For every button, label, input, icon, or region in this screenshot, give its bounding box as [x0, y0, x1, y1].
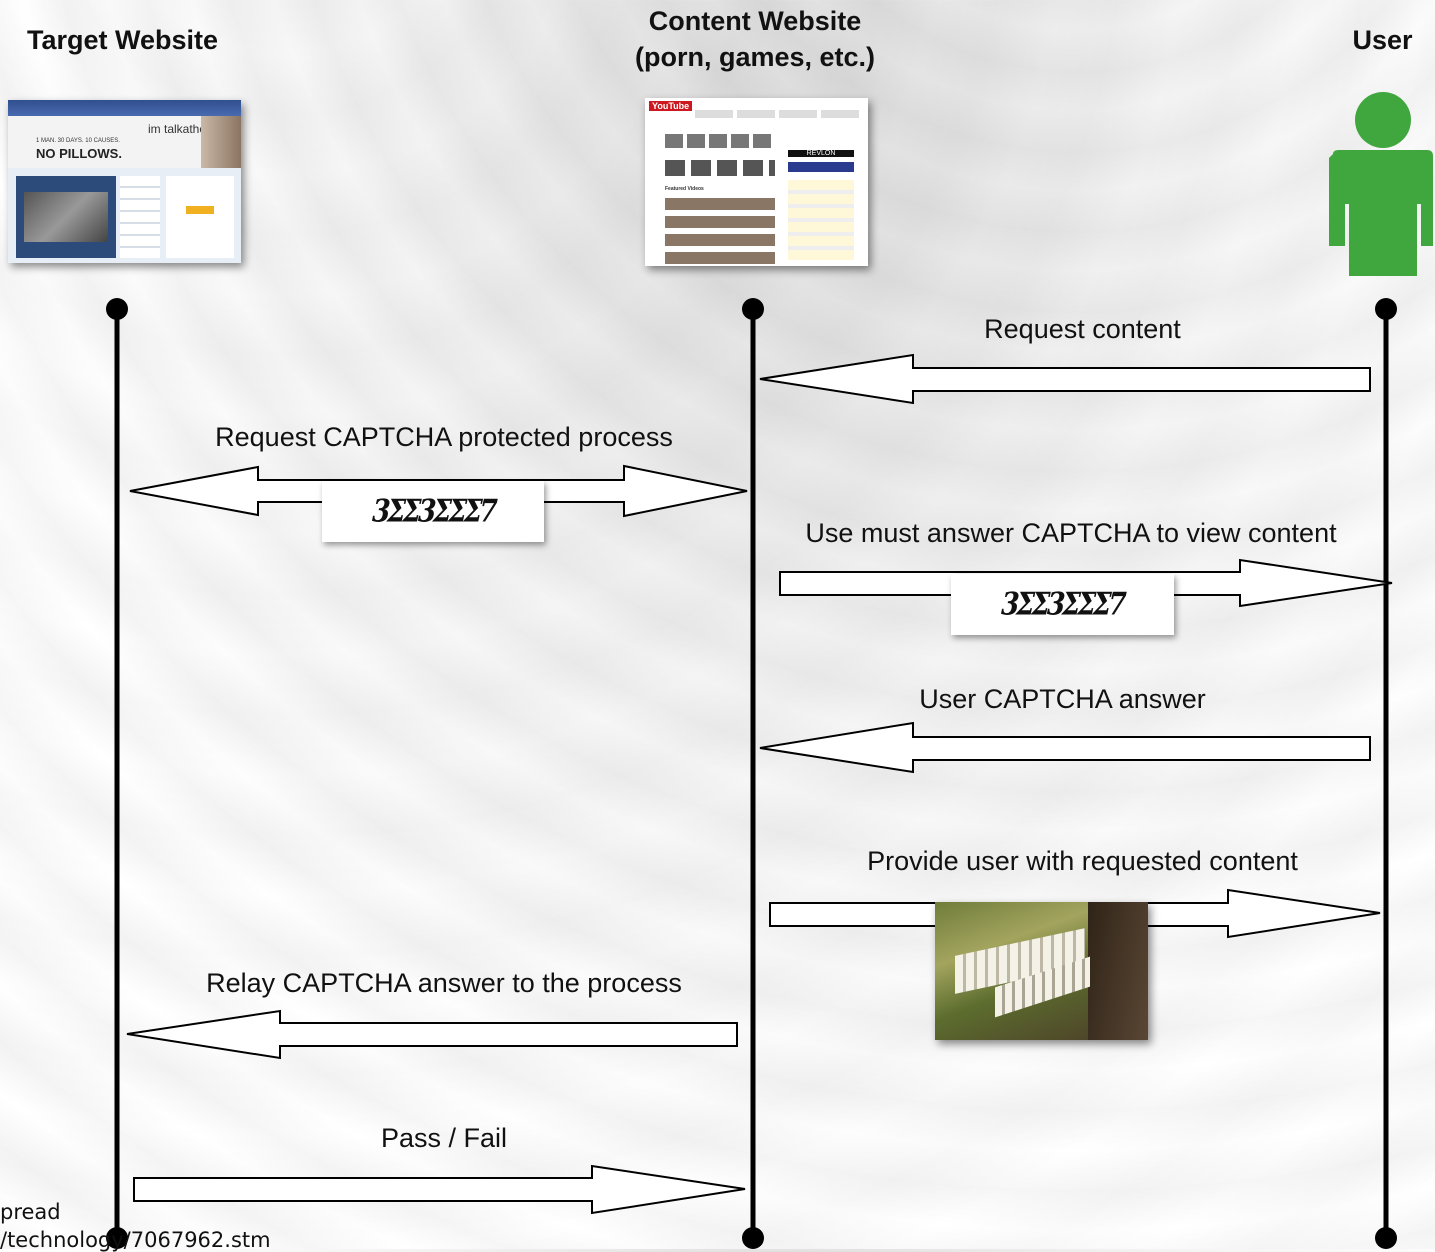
thumb-hero: 1 MAN. 30 DAYS. 10 CAUSES. NO PILLOWS. i…	[8, 116, 241, 168]
thumb-tabs	[695, 110, 860, 118]
thumb-ad-2	[788, 162, 854, 172]
captcha-text: 3ΣΣ3ΣΣΣ7	[368, 493, 498, 530]
label-request-captcha-process: Request CAPTCHA protected process	[215, 422, 673, 452]
label-user-captcha-answer: User CAPTCHA answer	[919, 684, 1206, 714]
thumb-headline-1: 1 MAN. 30 DAYS. 10 CAUSES.	[36, 138, 120, 144]
lifeline-content	[742, 298, 764, 1249]
thumb-brand: im talkathon	[148, 122, 213, 136]
label-provide-content: Provide user with requested content	[867, 846, 1298, 876]
thumb-ad-brand: REVLON	[788, 150, 854, 157]
arrow-request-content	[759, 353, 1371, 405]
thumb-side	[166, 176, 234, 258]
thumb-video	[24, 192, 108, 242]
label-relay-captcha-answer: Relay CAPTCHA answer to the process	[206, 968, 682, 998]
captcha-image-user: 3ΣΣ3ΣΣΣ7	[951, 574, 1174, 635]
thumb-video-panel	[16, 176, 116, 258]
label-pass-fail: Pass / Fail	[380, 1123, 508, 1153]
thumb-side-btn	[186, 206, 214, 214]
person-head	[1355, 92, 1411, 148]
label-request-content: Request content	[984, 314, 1181, 344]
requested-content-photo	[935, 902, 1148, 1040]
lifeline-user	[1375, 298, 1397, 1249]
footer-line-1: pread	[0, 1200, 61, 1224]
thumb-hero-photo	[201, 116, 241, 168]
thumb-list	[120, 176, 160, 258]
arrow-pass-fail	[133, 1164, 746, 1215]
thumb-logo: YouTube	[649, 101, 693, 111]
thumb-featured-list	[665, 198, 775, 264]
captcha-image-target: 3ΣΣ3ΣΣΣ7	[322, 481, 544, 542]
label-captcha-to-user: Use must answer CAPTCHA to view content	[805, 518, 1337, 548]
lane-title-content: Content Website (porn, games, etc.)	[634, 6, 876, 72]
footer-line-2: /technology/7067962.stm	[0, 1228, 271, 1252]
captcha-text: 3ΣΣ3ΣΣΣ7	[997, 586, 1128, 623]
lifeline-target	[106, 298, 128, 1249]
person-icon	[1329, 92, 1433, 276]
lane-title-user: User	[1352, 25, 1413, 55]
thumb-sidebar	[788, 180, 854, 260]
content-website-thumbnail: YouTube Featured Videos REVLON	[645, 98, 868, 266]
thumb-row-2	[665, 160, 775, 176]
photo-tree	[1088, 902, 1148, 1040]
person-body	[1329, 150, 1433, 276]
target-website-thumbnail: 1 MAN. 30 DAYS. 10 CAUSES. NO PILLOWS. i…	[8, 100, 241, 263]
arrow-user-captcha-answer	[759, 721, 1371, 774]
lane-title-target: Target Website	[26, 25, 219, 55]
thumb-header-bar	[8, 100, 241, 116]
thumb-headline-2: NO PILLOWS.	[36, 146, 122, 161]
thumb-body	[8, 168, 241, 263]
arrow-relay-captcha-answer	[126, 1009, 738, 1060]
thumb-row-1	[665, 134, 775, 148]
thumb-section-label: Featured Videos	[665, 186, 704, 192]
